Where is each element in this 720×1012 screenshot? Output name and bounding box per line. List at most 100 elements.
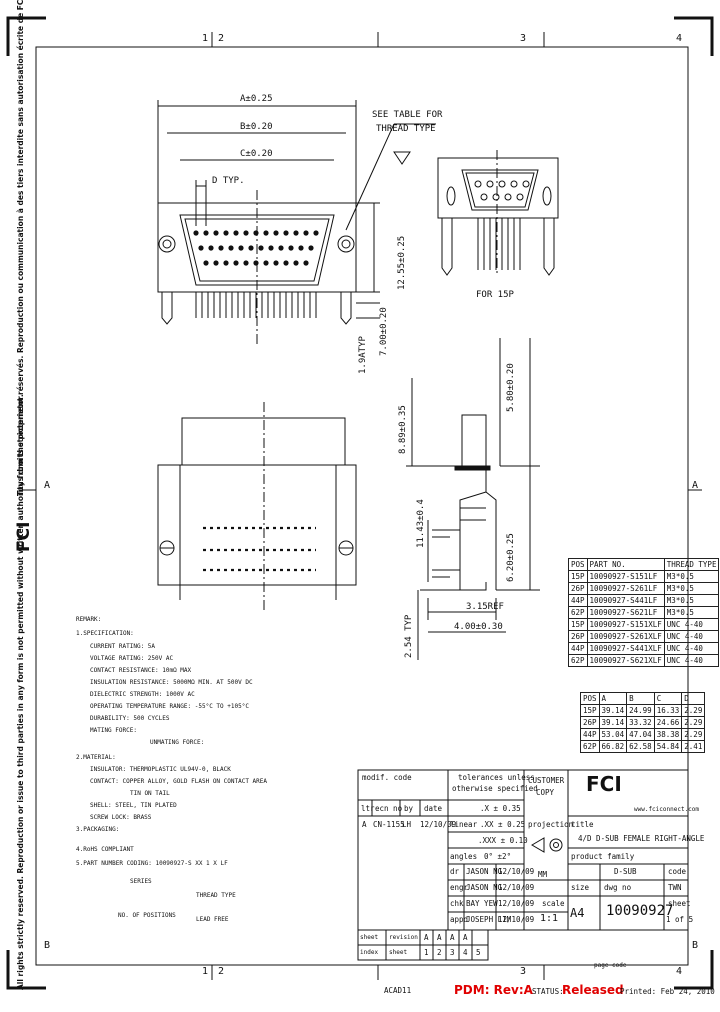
appd-label: appd bbox=[450, 915, 469, 924]
note-line: 2.MATERIAL: bbox=[76, 754, 116, 761]
zone-right-b: B bbox=[692, 940, 699, 951]
note-line: INSULATOR: THERMOPLASTIC UL94V-0, BLACK bbox=[90, 766, 231, 773]
see-table-label: SEE TABLE FOR bbox=[372, 110, 443, 120]
zone-top-3: 3 bbox=[520, 33, 527, 44]
zone-bottom-4: 4 bbox=[676, 966, 683, 977]
note-line: 3.PACKAGING: bbox=[76, 826, 120, 833]
note-line: SERIES bbox=[130, 878, 152, 885]
top-pins bbox=[203, 526, 316, 572]
rev-index-cell: 2 bbox=[437, 948, 442, 957]
rev-index-cell: 1 bbox=[424, 948, 429, 957]
zone-bottom-2: 2 bbox=[218, 966, 225, 977]
rev-index-cell: 5 bbox=[476, 948, 481, 957]
thread-type-label: THREAD TYPE bbox=[376, 124, 436, 134]
note-line: SCREW LOCK: BRASS bbox=[90, 814, 152, 821]
drawing-frame bbox=[35, 46, 689, 966]
corner-mark-bl bbox=[6, 950, 46, 990]
note-line: MATING FORCE: bbox=[90, 727, 137, 734]
zone-top-2: 2 bbox=[218, 33, 225, 44]
table-row: POS A B C D bbox=[580, 692, 706, 705]
code-value: TWN bbox=[668, 883, 682, 892]
side-view bbox=[406, 338, 540, 660]
size-label: size bbox=[571, 883, 590, 892]
title-label: title bbox=[571, 820, 594, 829]
zone-top-4: 4 bbox=[676, 33, 683, 44]
rev-index-cell: A bbox=[463, 933, 468, 942]
family-value: D-SUB bbox=[614, 867, 637, 876]
angles-label: angles bbox=[450, 852, 478, 861]
small-view-caption: FOR 15P bbox=[476, 290, 514, 300]
corner-mark-br bbox=[674, 950, 714, 990]
dr-date: 12/10/09 bbox=[498, 867, 535, 876]
dwg-label: dwg no bbox=[604, 883, 632, 892]
footer-left: ACAD11 bbox=[384, 986, 412, 995]
dim-315-label: 3.15REF bbox=[466, 602, 504, 612]
front-view bbox=[157, 100, 436, 345]
dim-400-label: 4.00±0.30 bbox=[454, 622, 503, 632]
website-label: www.fciconnect.com bbox=[634, 806, 700, 813]
sheet-value: 1 of 5 bbox=[666, 915, 694, 924]
projection-symbol-icon bbox=[531, 837, 563, 853]
note-line: REMARK: bbox=[76, 616, 102, 623]
dim-a-label: A±0.25 bbox=[240, 94, 273, 104]
note-line: LEAD FREE bbox=[196, 916, 229, 923]
dim-d-label: D TYP. bbox=[212, 176, 245, 186]
pdm-revision: PDM: Rev:A bbox=[454, 983, 533, 997]
engr-name: JASON NG bbox=[466, 883, 503, 892]
engr-label: engr bbox=[450, 883, 469, 892]
rev-index-cell: 3 bbox=[450, 948, 455, 957]
dwg-value: 10090927 bbox=[606, 903, 674, 919]
size-value: A4 bbox=[570, 906, 585, 920]
corner-mark-tr bbox=[674, 16, 714, 56]
rev-index-cell: 4 bbox=[463, 948, 468, 957]
ecn-label: ecn no bbox=[375, 804, 403, 813]
units-label: MM bbox=[538, 870, 548, 879]
chk-name: BAY YEW bbox=[466, 899, 498, 908]
corner-mark-tl bbox=[6, 16, 46, 56]
customer-label: CUSTOMER bbox=[528, 776, 565, 785]
zone-bottom-3: 3 bbox=[520, 966, 527, 977]
zone-left-b: B bbox=[44, 940, 51, 951]
rev-index-cell: sheet bbox=[360, 934, 379, 941]
note-line: INSULATION RESISTANCE: 5000MΩ MIN. AT 50… bbox=[90, 679, 253, 686]
dim-b-label: B±0.20 bbox=[240, 122, 273, 132]
rev-ltr: A bbox=[362, 820, 367, 829]
note-line: 1.SPECIFICATION: bbox=[76, 630, 134, 637]
appd-name: JOSEPH LIM bbox=[466, 915, 512, 924]
note-line: CONTACT RESISTANCE: 10mΩ MAX bbox=[90, 667, 192, 674]
appd-date: 12/10/09 bbox=[498, 915, 535, 924]
rev-index-cell: A bbox=[437, 933, 442, 942]
note-line: CURRENT RATING: 5A bbox=[90, 643, 156, 650]
rev-ecn: CN-1155 bbox=[373, 820, 405, 829]
projection-label: projection bbox=[528, 820, 574, 829]
note-line: OPERATING TEMPERATURE RANGE: -55°C TO +1… bbox=[90, 703, 249, 710]
table-cell: UNC 4-40 bbox=[663, 654, 720, 667]
rev-index-cell: A bbox=[450, 933, 455, 942]
chk-date: 12/10/09 bbox=[498, 899, 535, 908]
table-cell: 62P bbox=[580, 740, 600, 753]
sheet-label: sheet bbox=[668, 899, 691, 908]
table-cell: 10090927-S621XLF bbox=[586, 654, 665, 667]
printed-date: Printed: Feb 24, 2010 bbox=[620, 987, 715, 996]
family-label: product family bbox=[571, 852, 635, 861]
zone-right-a: A bbox=[692, 480, 699, 491]
note-line: VOLTAGE RATING: 250V AC bbox=[90, 655, 174, 662]
scale-value: 1:1 bbox=[540, 913, 559, 924]
angles-val: 0° ±2° bbox=[484, 852, 512, 861]
note-line: THREAD TYPE bbox=[196, 892, 236, 899]
rev-index-cell: A bbox=[424, 933, 429, 942]
rev-index-cell: revision bbox=[389, 934, 418, 941]
tol3-label: .XXX ± 0.10 bbox=[478, 836, 528, 845]
page-code-label: page code bbox=[594, 962, 627, 969]
title-block-logo: FCI bbox=[586, 772, 622, 796]
rev-date: 12/10/09 bbox=[420, 820, 457, 829]
